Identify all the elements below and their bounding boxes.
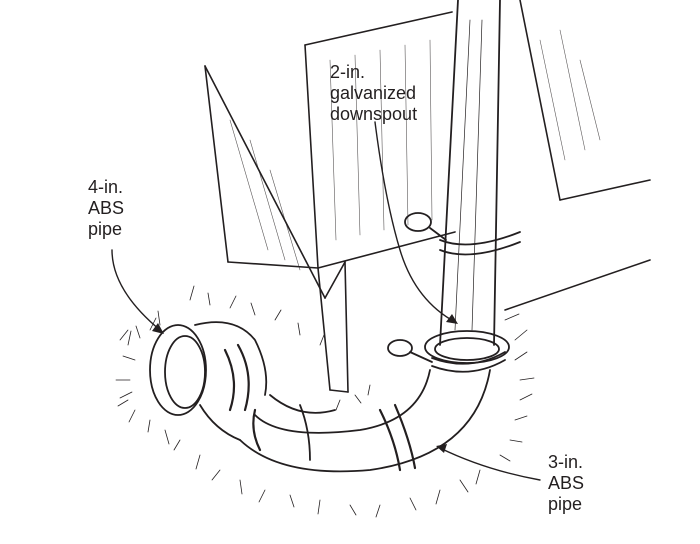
label-4in-line-2: ABS: [88, 198, 125, 218]
leader-3in: [439, 447, 541, 481]
label-downspout-line-3: downspout: [330, 104, 418, 124]
label-3in-line-1: 3-in.: [548, 452, 584, 472]
arrow-downspout: [446, 314, 458, 324]
arrow-3in: [436, 444, 447, 453]
leader-4in: [111, 249, 161, 331]
label-downspout: 2-in. galvanized downspout: [330, 62, 417, 125]
wall-corner: [204, 0, 651, 393]
label-4in-line-1: 4-in.: [88, 177, 124, 197]
label-downspout-line-1: 2-in.: [330, 62, 366, 82]
wall-hatching: [229, 29, 601, 271]
adapter-ring: [424, 330, 510, 364]
label-4in-abs-pipe: 4-in. ABS pipe: [88, 177, 124, 240]
elbow-3in: [239, 369, 491, 473]
arrow-4in: [152, 323, 164, 334]
downspout-pipe: [387, 0, 521, 373]
label-3in-abs-pipe: 3-in. ABS pipe: [548, 452, 584, 515]
pipe-4in: [149, 321, 268, 441]
grass: [115, 285, 535, 518]
leader-lines: [111, 121, 541, 481]
label-3in-line-3: pipe: [548, 494, 583, 514]
leader-downspout: [374, 121, 456, 323]
label-3in-line-2: ABS: [548, 473, 585, 493]
leader-arrows: [152, 314, 458, 453]
label-4in-line-3: pipe: [88, 219, 123, 239]
label-downspout-line-2: galvanized: [330, 83, 417, 103]
